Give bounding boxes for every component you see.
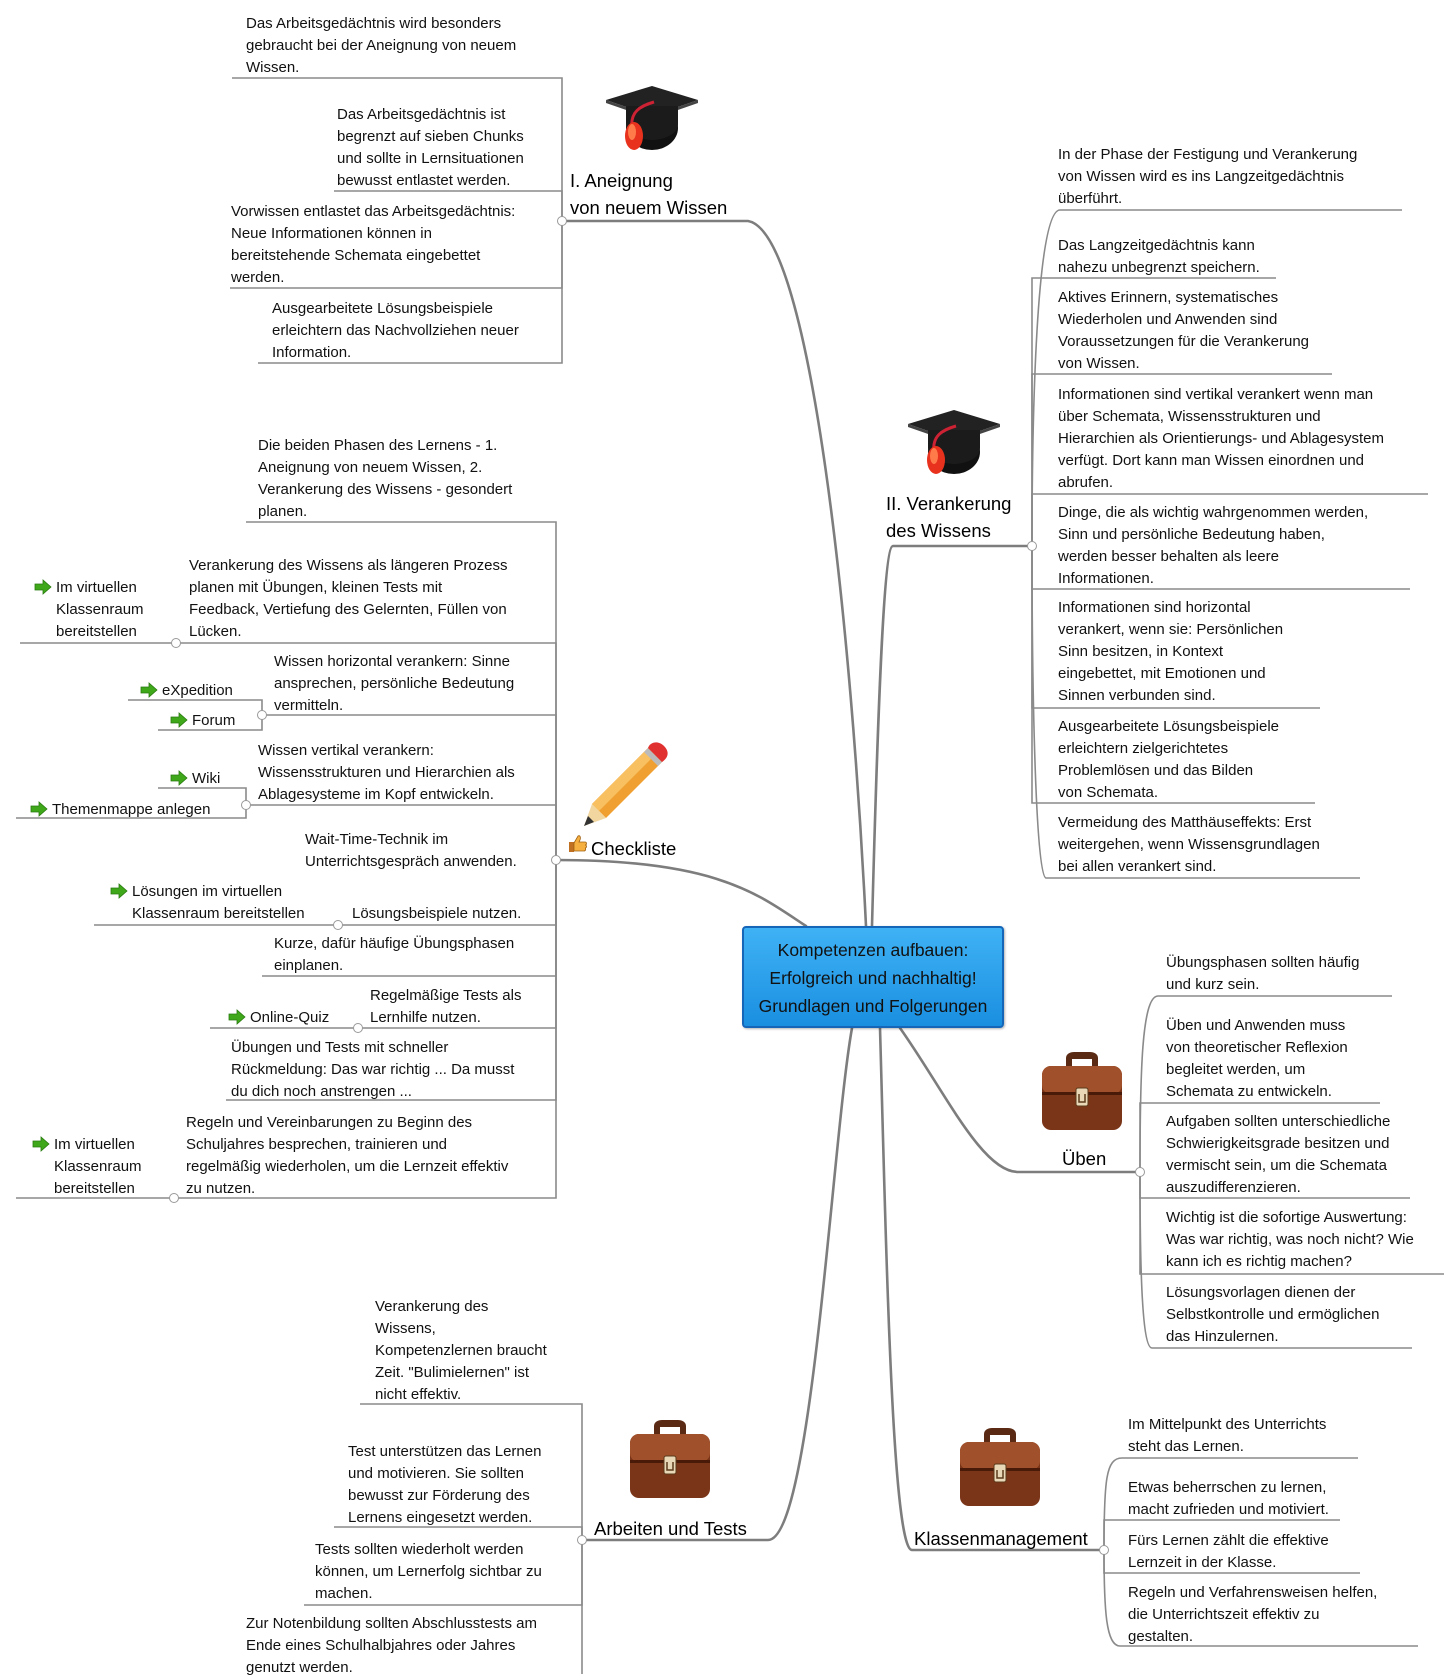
briefcase-icon (1042, 1052, 1122, 1130)
mortarboard-icon (908, 410, 1000, 474)
topic-aneignung-1[interactable]: Das Arbeitsgedächtnis wird besonders geb… (246, 15, 517, 76)
subtopic-label: Themenmappe anlegen (52, 801, 211, 818)
branch-verankerung[interactable]: II. Verankerung des Wissens (886, 493, 1012, 541)
subtopic-virtueller-klassenraum-2[interactable]: Im virtuellen Klassenraum bereitstellen (32, 1134, 142, 1200)
subtopic-label: Forum (192, 712, 236, 729)
arrow-right-icon (30, 801, 48, 817)
topic-checkliste-3[interactable]: Wissen horizontal verankern: Sinne anspr… (274, 653, 515, 714)
subtopic-label: Im virtuellen Klassenraum bereitstellen (54, 1136, 142, 1197)
branch-ueben[interactable]: Üben (1062, 1148, 1107, 1169)
subtopic-label: eXpedition (162, 682, 233, 699)
topic-checkliste-4[interactable]: Wissen vertikal verankern: Wissensstrukt… (258, 742, 515, 803)
topic-checkliste-7[interactable]: Kurze, dafür häufige Übungsphasen einpla… (274, 935, 515, 974)
topic-checkliste-6[interactable]: Lösungsbeispiele nutzen. (352, 905, 522, 922)
subtopic-label: Online-Quiz (250, 1009, 330, 1026)
topic-checkliste-2[interactable]: Verankerung des Wissens als längeren Pro… (189, 557, 508, 640)
topic-verankerung-6[interactable]: Informationen sind horizontal verankert,… (1058, 599, 1284, 704)
arrow-right-icon (34, 579, 52, 595)
topic-verankerung-2[interactable]: Das Langzeitgedächtnis kann nahezu unbeg… (1058, 237, 1260, 276)
branch-aneignung[interactable]: I. Aneignung von neuem Wissen (570, 170, 728, 218)
briefcase-icon (630, 1420, 710, 1498)
branch-arbeiten[interactable]: Arbeiten und Tests (594, 1518, 747, 1539)
topic-arbeiten-3[interactable]: Tests sollten wiederholt werden können, … (315, 1541, 542, 1602)
arrow-right-icon (140, 682, 158, 698)
subtopic-label: Lösungen im virtuellen Klassenraum berei… (132, 883, 305, 922)
topic-arbeiten-2[interactable]: Test unterstützen das Lernen und motivie… (348, 1443, 542, 1526)
topic-checkliste-8[interactable]: Regelmäßige Tests als Lernhilfe nutzen. (370, 987, 522, 1026)
subtopic-themenmappe[interactable]: Themenmappe anlegen (30, 799, 210, 821)
topic-verankerung-1[interactable]: In der Phase der Festigung und Verankeru… (1058, 146, 1358, 207)
branch-klassenmanagement[interactable]: Klassenmanagement (914, 1528, 1088, 1549)
topic-checkliste-9[interactable]: Übungen und Tests mit schneller Rückmeld… (231, 1039, 515, 1100)
arrow-right-icon (110, 883, 128, 899)
arrow-right-icon (32, 1136, 50, 1152)
topic-verankerung-3[interactable]: Aktives Erinnern, systematisches Wiederh… (1058, 289, 1310, 372)
subtopic-label: Im virtuellen Klassenraum bereitstellen (56, 579, 144, 640)
topic-aneignung-4[interactable]: Ausgearbeitete Lösungsbeispiele erleicht… (272, 300, 519, 361)
topic-klassen-3[interactable]: Fürs Lernen zählt die effektive Lernzeit… (1128, 1532, 1329, 1571)
topic-aneignung-2[interactable]: Das Arbeitsgedächtnis ist begrenzt auf s… (337, 106, 524, 189)
topic-ueben-4[interactable]: Wichtig ist die sofortige Auswertung: Wa… (1166, 1209, 1414, 1270)
topic-verankerung-8[interactable]: Vermeidung des Matthäuseffekts: Erst wei… (1058, 814, 1320, 875)
topic-verankerung-4[interactable]: Informationen sind vertikal verankert we… (1058, 386, 1384, 491)
topic-ueben-1[interactable]: Übungsphasen sollten häufig und kurz sei… (1166, 954, 1360, 993)
subtopic-loesungen[interactable]: Lösungen im virtuellen Klassenraum berei… (110, 881, 305, 925)
topic-ueben-2[interactable]: Üben und Anwenden muss von theoretischer… (1166, 1017, 1348, 1100)
arrow-right-icon (170, 712, 188, 728)
topic-klassen-2[interactable]: Etwas beherrschen zu lernen, macht zufri… (1128, 1479, 1329, 1518)
topic-klassen-4[interactable]: Regeln und Verfahrensweisen helfen, die … (1128, 1584, 1378, 1645)
arrow-right-icon (170, 770, 188, 786)
subtopic-expedition[interactable]: eXpedition (140, 680, 233, 702)
briefcase-icon (960, 1428, 1040, 1506)
topic-ueben-5[interactable]: Lösungsvorlagen dienen der Selbstkontrol… (1166, 1284, 1380, 1345)
topic-klassen-1[interactable]: Im Mittelpunkt des Unterrichts steht das… (1128, 1416, 1327, 1455)
subtopic-online-quiz[interactable]: Online-Quiz (228, 1007, 329, 1029)
topic-verankerung-5[interactable]: Dinge, die als wichtig wahrgenommen werd… (1058, 504, 1369, 587)
topic-arbeiten-4[interactable]: Zur Notenbildung sollten Abschlusstests … (246, 1615, 537, 1676)
branch-checkliste[interactable]: Checkliste (591, 838, 677, 859)
subtopic-wiki[interactable]: Wiki (170, 768, 220, 790)
topic-checkliste-5[interactable]: Wait-Time-Technik im Unterrichtsgespräch… (305, 831, 517, 870)
topic-checkliste-10[interactable]: Regeln und Vereinbarungen zu Beginn des … (186, 1114, 509, 1197)
arrow-right-icon (228, 1009, 246, 1025)
mortarboard-icon (606, 86, 698, 150)
topic-verankerung-7[interactable]: Ausgearbeitete Lösungsbeispiele erleicht… (1058, 718, 1279, 801)
subtopic-label: Wiki (192, 770, 221, 787)
subtopic-forum[interactable]: Forum (170, 710, 235, 732)
pencil-icon (584, 742, 668, 826)
topic-ueben-3[interactable]: Aufgaben sollten unterschiedliche Schwie… (1166, 1113, 1391, 1196)
subtopic-virtueller-klassenraum-1[interactable]: Im virtuellen Klassenraum bereitstellen (34, 577, 144, 643)
topic-checkliste-1[interactable]: Die beiden Phasen des Lernens - 1. Aneig… (258, 437, 513, 520)
topic-aneignung-3[interactable]: Vorwissen entlastet das Arbeitsgedächtni… (231, 203, 516, 286)
topic-arbeiten-1[interactable]: Verankerung des Wissens, Kompetenzlernen… (375, 1298, 547, 1403)
central-topic[interactable]: Kompetenzen aufbauen: Erfolgreich und na… (742, 926, 1004, 1028)
thumbs-up-icon (569, 835, 587, 852)
